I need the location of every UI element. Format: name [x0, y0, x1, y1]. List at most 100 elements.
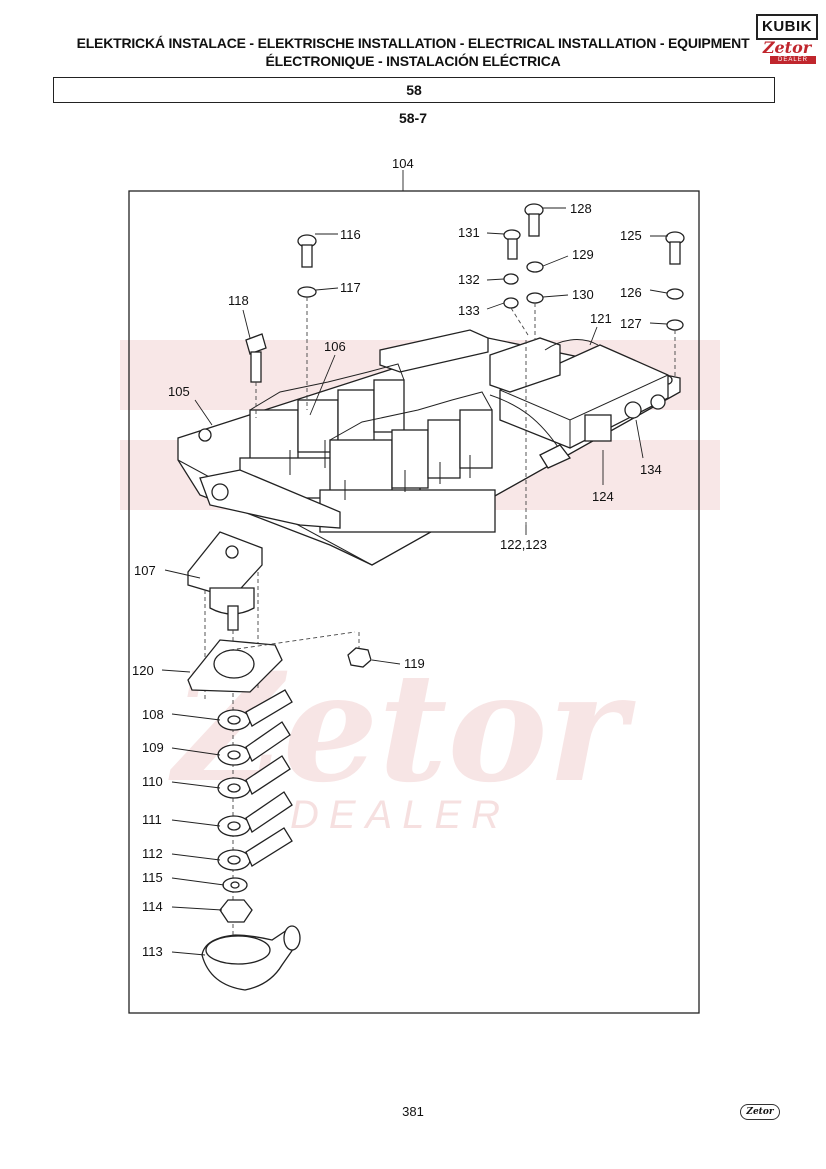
relay-5 [329, 439, 393, 499]
callout-127: 127 [620, 316, 642, 331]
washer-129 [526, 261, 544, 273]
screw-128-assembly [524, 203, 544, 340]
relay-row-front [289, 391, 496, 533]
relay-4 [373, 379, 405, 433]
watermark-dealer: DEALER [290, 793, 510, 837]
dealer-badge: DEALER [770, 56, 816, 64]
callout-113: 113 [142, 944, 163, 959]
stud-flange [187, 531, 263, 599]
callout-107: 107 [134, 563, 156, 578]
callout-105: 105 [168, 384, 190, 399]
nut-114 [219, 899, 253, 923]
callout-131: 131 [458, 225, 480, 240]
washer-126 [666, 288, 684, 300]
washer-127 [666, 319, 684, 331]
callout-111: 111 [142, 812, 162, 827]
callout-133: 133 [458, 303, 480, 318]
callout-129: 129 [572, 247, 594, 262]
footer-zetor-logo: Zetor [740, 1104, 780, 1120]
callout-112: 112 [142, 846, 163, 861]
callout-106: 106 [324, 339, 346, 354]
section-number-box: 58 [53, 77, 775, 103]
callout-120: 120 [132, 663, 154, 678]
washer-115-hole [230, 881, 240, 889]
callout-121: 121 [590, 311, 612, 326]
washer-117 [297, 286, 317, 298]
cable-lug-108 [217, 689, 293, 731]
callout-115: 115 [142, 870, 163, 885]
cable-lug-110 [217, 755, 291, 799]
relay-row-top [249, 363, 405, 411]
callout-132: 132 [458, 272, 480, 287]
bolt-118-assembly [245, 333, 267, 418]
washer-132 [503, 273, 519, 285]
stud-flange-hole [225, 545, 239, 559]
axis-131 [510, 307, 529, 336]
callout-124: 124 [592, 489, 614, 504]
callout-119: 119 [404, 656, 425, 671]
leader-lines [161, 170, 668, 956]
module-clip [539, 444, 572, 469]
page-number: 381 [402, 1104, 424, 1119]
cable-lug-111 [217, 791, 293, 837]
plate-hole-left [198, 428, 212, 442]
mounting-ear-hole [211, 483, 229, 501]
relay-3 [337, 389, 375, 443]
electronic-module [489, 344, 669, 469]
mounting-ear [199, 469, 341, 529]
bolt-118-shank [250, 351, 262, 383]
module-plug [624, 401, 642, 419]
callout-110: 110 [142, 774, 163, 789]
callout-125: 125 [620, 228, 642, 243]
callout-108: 108 [142, 707, 164, 722]
module-edges [499, 374, 669, 448]
callout-116: 116 [340, 227, 361, 242]
callout-118: 118 [228, 293, 249, 308]
callout-labels: 104 105 106 107 108 109 110 111 112 113 … [132, 156, 662, 959]
cable-lug-112 [217, 827, 293, 871]
relay-front-top [329, 391, 493, 441]
module-housing [499, 344, 669, 449]
title-line-1: ELEKTRICKÁ INSTALACE - ELEKTRISCHE INSTA… [76, 35, 750, 51]
zetor-logo: Zetor [762, 38, 812, 57]
rear-bracket [379, 329, 489, 373]
module-nut [650, 394, 666, 410]
relay-1 [249, 409, 299, 463]
module-connector [584, 414, 612, 442]
cable-lug-109 [217, 721, 291, 766]
callout-104: 104 [392, 156, 414, 171]
cable-lugs [217, 689, 293, 871]
screw-125-shank [669, 241, 681, 265]
axis-119-link [229, 631, 356, 651]
junction-cable [544, 339, 599, 351]
title-line-2: ÉLECTRONIQUE - INSTALACIÓN ELÉCTRICA [265, 53, 561, 69]
rubber-cap-113 [201, 925, 301, 991]
callout-114: 114 [142, 899, 163, 914]
subsection-number: 58-7 [398, 110, 428, 126]
callout-130: 130 [572, 287, 594, 302]
screw-131-assembly [503, 229, 529, 336]
relay-7 [427, 419, 461, 479]
callout-134: 134 [640, 462, 662, 477]
callout-126: 126 [620, 285, 642, 300]
relay-socket-front [319, 489, 496, 533]
washer-130 [526, 292, 544, 304]
washer-133 [503, 297, 519, 309]
screw-116-assembly [297, 234, 317, 410]
screw-128-shank [528, 213, 540, 237]
stud-thread [227, 605, 239, 631]
screw-125-assembly [665, 231, 685, 378]
relay-terminals [289, 440, 471, 500]
callout-128: 128 [570, 201, 592, 216]
page-title: ELEKTRICKÁ INSTALACE - ELEKTRISCHE INSTA… [40, 34, 786, 70]
nut-119 [347, 647, 372, 668]
terminal-stud-107 [187, 531, 263, 940]
screw-131-shank [507, 238, 518, 260]
bolt-118-head [245, 333, 267, 355]
gasket-120-hole [213, 649, 255, 679]
callout-117: 117 [340, 280, 361, 295]
relay-6 [391, 429, 429, 489]
diagram-frame [128, 190, 700, 1014]
junction-block [489, 337, 561, 393]
